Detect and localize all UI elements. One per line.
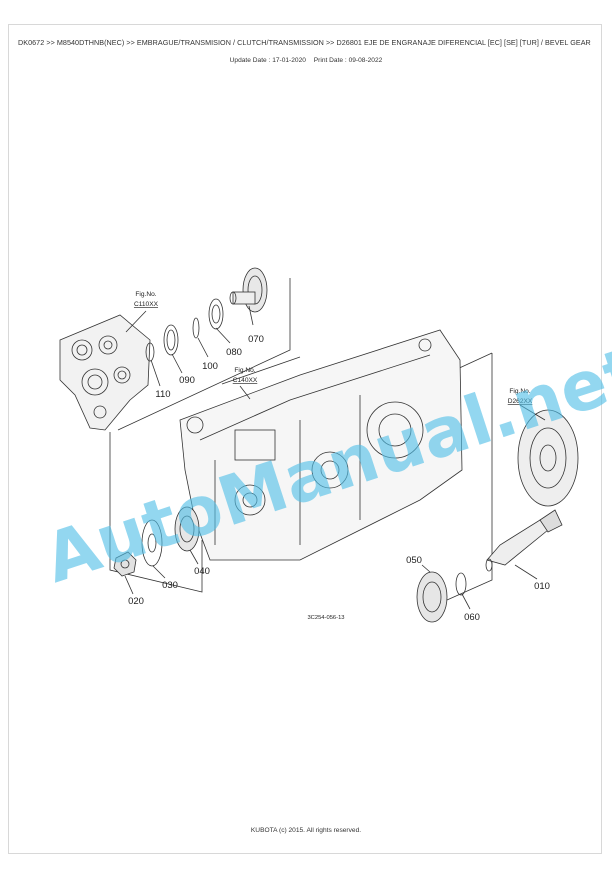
- svg-text:Fig.No.: Fig.No.: [234, 367, 255, 374]
- part-label-050: 050: [406, 555, 422, 566]
- copyright-footer: KUBOTA (c) 2015. All rights reserved.: [250, 827, 362, 834]
- bearing-050: [416, 571, 448, 623]
- bearing-090: [163, 324, 179, 356]
- pinion-shaft-010: [485, 509, 563, 572]
- transmission-housing-part: [179, 329, 463, 561]
- part-label-020: 020: [128, 596, 144, 607]
- lower-left-frame: [109, 432, 203, 593]
- fig-ref-c110xx: Fig.No. C110XX: [134, 291, 159, 308]
- upper-group-frame: [117, 278, 291, 431]
- bearing-040: [174, 506, 200, 552]
- clutch-cover-part: [59, 314, 151, 431]
- part-label-040: 040: [194, 566, 210, 577]
- housing-frame-top: [221, 356, 301, 385]
- shim-060: [455, 572, 467, 596]
- breadcrumb: DK0672 >> M8540DTHNB(NEC) >> EMBRAGUE/TR…: [18, 38, 591, 47]
- bevel-gear-part: [517, 409, 579, 507]
- part-label-090: 090: [179, 375, 195, 386]
- svg-text:C140XX: C140XX: [233, 377, 258, 384]
- svg-text:Fig.No.: Fig.No.: [135, 291, 156, 298]
- update-date: Update Date : 17-01-2020: [229, 57, 306, 64]
- svg-text:Fig.No.: Fig.No.: [509, 388, 530, 395]
- fig-ref-d262xx: Fig.No. D262XX: [508, 388, 533, 405]
- part-label-070: 070: [248, 334, 264, 345]
- part-label-030: 030: [162, 580, 178, 591]
- gear-070: [229, 267, 268, 313]
- dates-line: Update Date : 17-01-2020 Print Date : 09…: [0, 57, 612, 64]
- drawing-code: 3C254-056-13: [307, 615, 344, 621]
- print-date: Print Date : 09-08-2022: [313, 57, 383, 64]
- part-label-110: 110: [155, 389, 170, 400]
- nut-020: [113, 551, 137, 577]
- part-label-010: 010: [534, 581, 550, 592]
- part-label-100: 100: [202, 361, 218, 372]
- fig-ref-c140xx: Fig.No. C140XX: [233, 367, 258, 384]
- bearing-080: [208, 298, 224, 330]
- part-label-080: 080: [226, 347, 242, 358]
- svg-text:D262XX: D262XX: [508, 398, 533, 405]
- collar-100: [192, 317, 200, 339]
- collar-030: [141, 519, 163, 567]
- snap-ring-110: [145, 342, 155, 362]
- part-label-060: 060: [464, 612, 480, 623]
- page-frame: [8, 24, 602, 854]
- svg-text:C110XX: C110XX: [134, 301, 159, 308]
